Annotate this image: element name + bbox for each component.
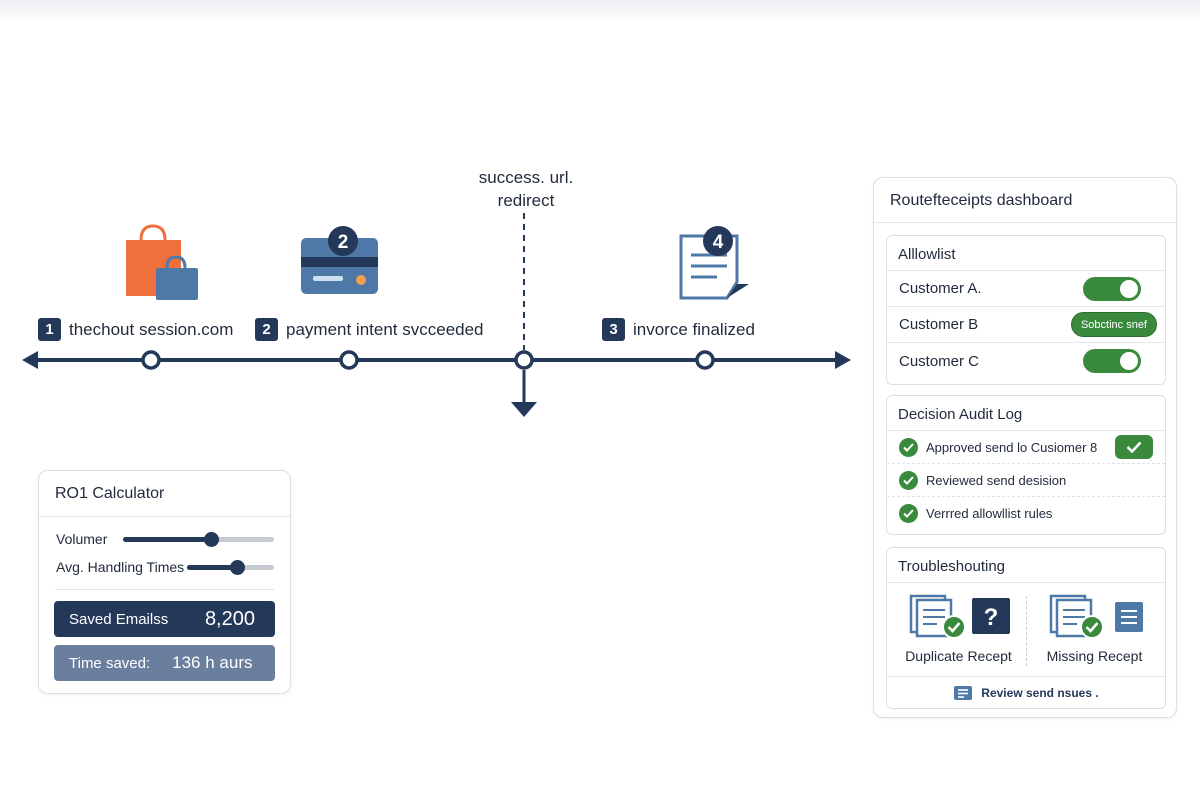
redirect-label-line-1: success. url. [478, 168, 574, 187]
timeline-node-1[interactable] [141, 350, 161, 370]
review-send-issues-link[interactable]: Review send nsues . [887, 676, 1165, 708]
troubleshooting-panel: Troubleshouting ? Duplicate Recept [886, 547, 1166, 709]
shopping-bags-icon [126, 224, 198, 300]
document-list-icon [954, 685, 973, 700]
volume-slider-fill [123, 536, 211, 542]
approve-check-button[interactable] [1115, 435, 1153, 459]
duplicate-receipt-item[interactable]: ? Duplicate Recept [891, 594, 1026, 676]
review-send-issues-text: Review send nsues . [981, 685, 1099, 700]
customer-b-name: Customer B [899, 316, 979, 333]
timeline-node-3[interactable] [695, 350, 715, 370]
time-saved-label: Time saved: [69, 654, 151, 672]
audit-entry: Verrred allowllist rules [887, 497, 1165, 530]
top-band [0, 0, 1200, 24]
toggle-knob [1120, 279, 1138, 298]
missing-receipt-label: Missing Recept [1046, 648, 1143, 664]
time-saved-value: 136 h aurs [172, 653, 253, 672]
step-1-label[interactable]: 1 thechout session.com [38, 318, 233, 341]
customer-c-name: Customer C [899, 352, 980, 370]
audit-log-panel: Decision Audit Log Approved send lo Cusi… [886, 395, 1166, 535]
duplicate-receipt-label: Duplicate Recept [905, 648, 1012, 664]
missing-receipt-icon [1049, 594, 1143, 639]
allowlist-panel: Alllowlist Customer A. Customer B Sobcti… [886, 235, 1166, 385]
volume-slider-label: Volumer [56, 531, 108, 547]
allowlist-title: Alllowlist [887, 236, 1165, 271]
invoice-document-icon: 4 [679, 226, 749, 300]
dashboard-title: Routefteceipts dashboard [874, 178, 1176, 223]
time-saved-box: Time saved: 136 h aurs [54, 645, 275, 681]
allowlist-row-customer-b: Customer B Sobctinc snef [887, 307, 1165, 343]
step-3-number: 3 [602, 318, 625, 341]
step-2-number: 2 [255, 318, 278, 341]
audit-log-title: Decision Audit Log [887, 396, 1165, 431]
step-3-text: invorce finalized [633, 319, 755, 339]
volume-slider-row: Volumer [39, 525, 290, 553]
step-2-label[interactable]: 2 payment intent svcceeded [255, 318, 484, 341]
redirect-arrow-head [511, 402, 537, 417]
check-circle-icon [899, 470, 918, 490]
step-3-label[interactable]: 3 invorce finalized [602, 318, 755, 341]
audit-entry: Approved send lo Cusiomer 8 [887, 431, 1165, 464]
handling-time-slider-row: Avg. Handling Times [39, 553, 290, 581]
saved-emails-box: Saved Emailss 8,200 [54, 601, 275, 637]
card-badge-number: 2 [338, 232, 349, 253]
roi-calculator-card: RO1 Calculator Volumer Avg. Handling Tim… [38, 470, 291, 694]
troubleshooting-divider [1026, 596, 1027, 666]
toggle-knob [1120, 352, 1138, 370]
audit-entry-text: Reviewed send desision [926, 472, 1067, 488]
timeline-node-2[interactable] [339, 350, 359, 370]
step-2-text: payment intent svcceeded [286, 319, 484, 339]
customer-b-status-button[interactable]: Sobctinc snef [1070, 312, 1157, 337]
timeline-node-redirect[interactable] [514, 350, 534, 370]
credit-card-icon: 2 [301, 226, 378, 294]
audit-entry-text: Verrred allowllist rules [926, 506, 1053, 521]
audit-entry-text: Approved send lo Cusiomer 8 [926, 439, 1098, 455]
audit-entry: Reviewed send desision [887, 464, 1165, 497]
redirect-label-line-2: redirect [497, 191, 555, 210]
volume-slider-handle[interactable] [203, 531, 219, 547]
check-circle-icon [899, 504, 918, 523]
invoice-badge-number: 4 [713, 232, 724, 253]
svg-text:?: ? [983, 604, 998, 631]
customer-a-toggle[interactable] [1083, 276, 1141, 301]
timeline-right-arrow [835, 351, 851, 369]
roi-calculator-title: RO1 Calculator [39, 471, 290, 517]
check-circle-icon [899, 437, 918, 457]
handling-time-slider[interactable] [187, 559, 274, 575]
missing-receipt-item[interactable]: Missing Recept [1027, 594, 1162, 676]
roi-divider [55, 589, 274, 590]
saved-emails-label: Saved Emailss [69, 610, 169, 628]
volume-slider[interactable] [123, 531, 274, 547]
step-1-text: thechout session.com [69, 319, 234, 339]
saved-emails-value: 8,200 [204, 607, 255, 630]
step-1-number: 1 [38, 318, 61, 341]
customer-c-toggle[interactable] [1083, 349, 1141, 373]
redirect-label: success. url. redirect [446, 166, 606, 212]
receipts-dashboard-card: Routefteceipts dashboard Alllowlist Cust… [873, 177, 1177, 718]
troubleshooting-title: Troubleshouting [887, 548, 1165, 583]
timeline-left-arrow [22, 351, 38, 369]
allowlist-row-customer-c: Customer C [887, 343, 1165, 379]
handling-time-slider-handle[interactable] [229, 559, 245, 575]
handling-time-slider-fill [187, 564, 237, 570]
duplicate-receipt-icon: ? [909, 594, 1010, 639]
handling-time-slider-label: Avg. Handling Times [56, 559, 185, 575]
customer-a-name: Customer A. [899, 280, 982, 297]
allowlist-row-customer-a: Customer A. [887, 271, 1165, 307]
